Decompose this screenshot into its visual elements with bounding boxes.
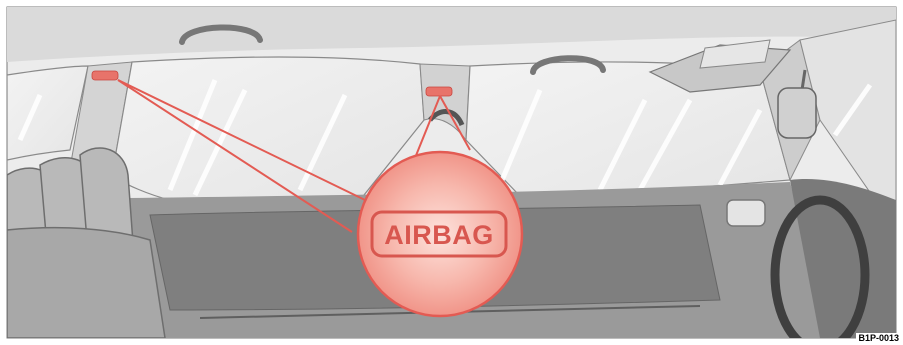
rear-view-mirror-icon [778, 88, 816, 138]
airbag-marker-icon [426, 87, 452, 96]
figure-reference-code: B1P-0013 [856, 333, 901, 344]
airbag-callout-text: AIRBAG [384, 220, 494, 250]
airbag-marker-icon [92, 71, 118, 80]
side-mirror [727, 200, 765, 226]
